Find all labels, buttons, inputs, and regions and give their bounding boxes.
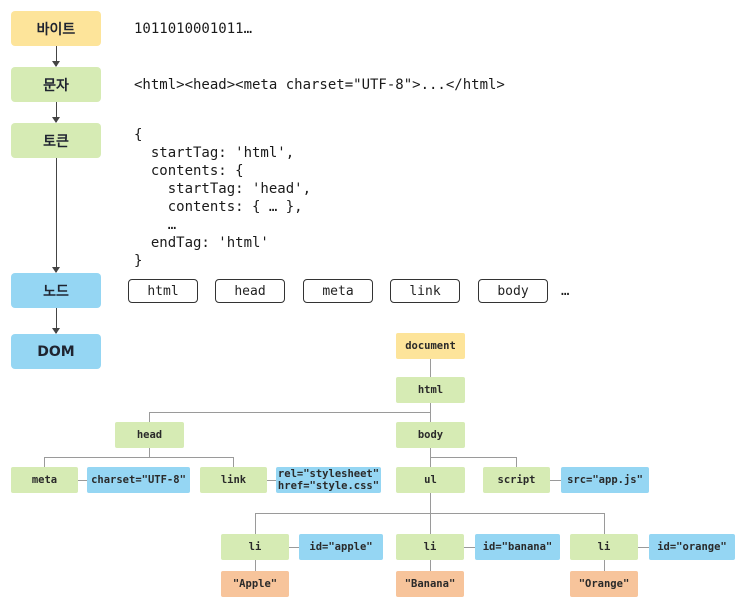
tree-text-orange: "Orange"	[570, 571, 638, 597]
stage-tokens: 토큰	[11, 123, 101, 158]
tree-link-attr: rel="stylesheet" href="style.css"	[276, 467, 381, 493]
node-html: html	[128, 279, 198, 303]
edge-body-bar	[430, 457, 517, 458]
edge-head-link	[233, 457, 234, 467]
edge-li-1-attr	[289, 547, 299, 548]
token-line-1: {	[134, 127, 143, 143]
tree-text-banana: "Banana"	[396, 571, 464, 597]
token-line-8: }	[134, 253, 143, 269]
tree-li-1: li	[221, 534, 289, 560]
arrow-bytes-to-chars	[52, 46, 60, 67]
arrow-chars-to-tokens	[52, 102, 60, 123]
token-line-5: contents: { … },	[134, 199, 303, 215]
tree-meta: meta	[11, 467, 78, 493]
token-line-6: …	[134, 217, 177, 233]
edge-document-html	[430, 359, 431, 377]
tree-script-attr: src="app.js"	[561, 467, 649, 493]
tree-link-attr-href: href="style.css"	[277, 480, 380, 492]
node-meta: meta	[303, 279, 373, 303]
stage-characters: 문자	[11, 67, 101, 102]
tree-body: body	[396, 422, 465, 448]
tree-script: script	[483, 467, 550, 493]
arrow-nodes-to-dom	[52, 308, 60, 334]
tree-meta-attr: charset="UTF-8"	[87, 467, 190, 493]
node-body: body	[478, 279, 548, 303]
edge-ul-bar	[255, 513, 605, 514]
tree-document: document	[396, 333, 465, 359]
edge-ul-li-1	[255, 513, 256, 534]
edge-ul-li-3	[604, 513, 605, 534]
tree-html: html	[396, 377, 465, 403]
token-line-4: startTag: 'head',	[134, 181, 312, 197]
tree-li-2-attr: id="banana"	[475, 534, 560, 560]
characters-text: <html><head><meta charset="UTF-8">...</h…	[134, 77, 505, 93]
edge-head-trunk	[149, 448, 150, 457]
edge-li-2-attr	[464, 547, 475, 548]
token-line-7: endTag: 'html'	[134, 235, 269, 251]
edge-html-head	[149, 412, 150, 422]
tree-head: head	[115, 422, 184, 448]
bytes-text: 1011010001011…	[134, 21, 253, 37]
tree-text-apple: "Apple"	[221, 571, 289, 597]
edge-meta-attr	[78, 480, 87, 481]
tree-ul: ul	[396, 467, 465, 493]
edge-link-attr	[267, 480, 276, 481]
edge-body-script	[516, 457, 517, 467]
tree-link: link	[200, 467, 267, 493]
node-head: head	[215, 279, 285, 303]
token-line-3: contents: {	[134, 163, 244, 179]
edge-li-2-text	[430, 560, 431, 571]
stage-dom: DOM	[11, 334, 101, 369]
tree-li-1-attr: id="apple"	[299, 534, 383, 560]
edge-li-1-text	[255, 560, 256, 571]
tree-link-attr-rel: rel="stylesheet"	[277, 468, 380, 480]
token-line-2: startTag: 'html',	[134, 145, 295, 161]
edge-html-bar	[149, 412, 431, 413]
tree-li-2: li	[396, 534, 464, 560]
arrow-tokens-to-nodes	[52, 158, 60, 273]
edge-script-attr	[550, 480, 561, 481]
node-link: link	[390, 279, 460, 303]
edge-li-3-attr	[638, 547, 649, 548]
stage-nodes: 노드	[11, 273, 101, 308]
stage-bytes: 바이트	[11, 11, 101, 46]
tree-li-3-attr: id="orange"	[649, 534, 735, 560]
tree-li-3: li	[570, 534, 638, 560]
edge-head-bar	[44, 457, 234, 458]
edge-li-3-text	[604, 560, 605, 571]
edge-head-meta	[44, 457, 45, 467]
nodes-ellipsis: …	[561, 283, 570, 299]
